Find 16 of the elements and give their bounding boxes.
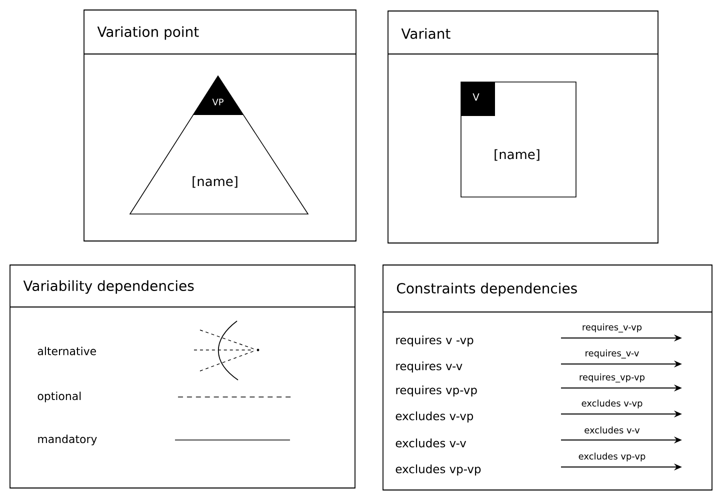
legend-text: optional <box>38 392 81 402</box>
arrow-label: requires_vp-vp <box>580 374 645 382</box>
arrow-label: requires_v-v <box>586 350 639 358</box>
legend-text: requires vp-vp <box>396 385 477 397</box>
arrow-label: requires_v-vp <box>582 324 642 332</box>
legend-text: excludes v-v <box>396 438 466 448</box>
variant-square: V [name] <box>460 82 576 198</box>
legend-text: excludes vp-vp <box>396 464 481 476</box>
arrow-label: excludes vp-vp <box>578 452 646 462</box>
arrow-label: excludes v-vp <box>582 400 642 408</box>
arrow-label: excludes v-v <box>584 426 640 434</box>
legend-text: requires v -vp <box>396 335 474 347</box>
legend-text: excludes v-vp <box>396 411 474 423</box>
legend-text: requires v-v <box>396 361 462 373</box>
legend-text: alternative <box>38 346 96 356</box>
legend-text: mandatory <box>38 434 97 446</box>
